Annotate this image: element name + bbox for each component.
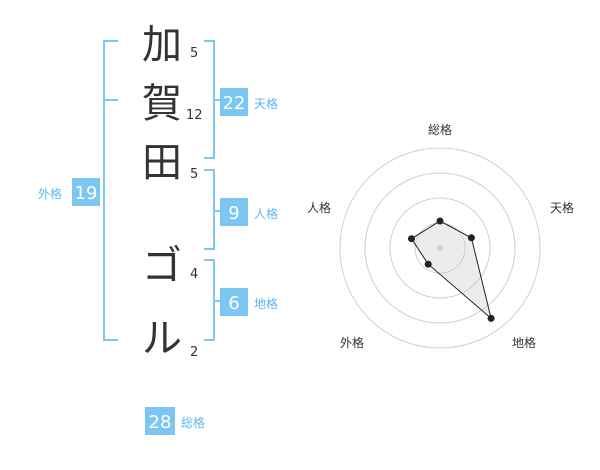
tenkaku-group: 22 天格 bbox=[204, 40, 278, 159]
radar-label-jinkaku: 人格 bbox=[307, 200, 331, 215]
radar-ring bbox=[339, 147, 541, 349]
radar-center-dot bbox=[437, 245, 443, 251]
radar-point-0 bbox=[436, 217, 444, 225]
tenkaku-bracket bbox=[204, 40, 222, 159]
jinkaku-bracket bbox=[204, 169, 222, 250]
name-char-2: 賀 bbox=[142, 81, 182, 127]
jinkaku-group: 9 人格 bbox=[204, 169, 278, 250]
tenkaku-box bbox=[220, 88, 248, 116]
chikaku-box bbox=[220, 288, 248, 316]
soukaku-group: 28 総格 bbox=[145, 407, 205, 435]
radar-label-soukaku: 総格 bbox=[428, 122, 452, 137]
radar-rings bbox=[339, 147, 541, 349]
name-char-3: 田 bbox=[142, 140, 182, 186]
chikaku-bracket bbox=[204, 259, 222, 341]
gaikaku-bracket bbox=[103, 40, 118, 341]
name-char-1: 加 bbox=[142, 22, 182, 68]
radar-label-chikaku: 地格 bbox=[512, 335, 536, 350]
stroke-count-3: 5 bbox=[190, 167, 198, 182]
tenkaku-label: 天格 bbox=[254, 96, 278, 111]
radar-point-4 bbox=[408, 235, 415, 243]
soukaku-box bbox=[145, 407, 175, 435]
chikaku-value: 6 bbox=[228, 293, 239, 314]
radar-label-gaikaku: 外格 bbox=[340, 335, 364, 350]
radar-point-2 bbox=[487, 314, 495, 322]
stroke-count-2: 12 bbox=[186, 108, 203, 123]
radar-point-3 bbox=[424, 260, 432, 268]
radar-ring bbox=[389, 197, 491, 299]
radar-ring bbox=[364, 172, 516, 324]
radar-points bbox=[408, 217, 495, 322]
tenkaku-value: 22 bbox=[223, 93, 246, 114]
jinkaku-box bbox=[220, 198, 248, 226]
jinkaku-value: 9 bbox=[228, 203, 239, 224]
radar-chart: 総格 天格 地格 外格 人格 bbox=[307, 122, 574, 350]
name-column: 加 5 賀 12 田 5 ゴ 4 ル 2 bbox=[142, 22, 203, 362]
stroke-count-5: 2 bbox=[190, 345, 198, 360]
soukaku-label: 総格 bbox=[181, 415, 205, 430]
gaikaku-box bbox=[72, 178, 100, 206]
soukaku-value: 28 bbox=[149, 412, 172, 433]
gaikaku-group: 外格 19 bbox=[38, 40, 118, 341]
jinkaku-label: 人格 bbox=[254, 206, 278, 221]
stroke-count-4: 4 bbox=[190, 267, 198, 282]
radar-label-tenkaku: 天格 bbox=[550, 200, 574, 215]
chikaku-label: 地格 bbox=[254, 296, 278, 311]
gaikaku-label: 外格 bbox=[38, 186, 62, 201]
radar-point-1 bbox=[467, 234, 475, 242]
radar-polygon bbox=[410, 220, 492, 320]
chikaku-group: 6 地格 bbox=[204, 259, 278, 341]
stroke-count-1: 5 bbox=[190, 46, 198, 61]
name-char-4: ゴ bbox=[142, 243, 182, 289]
gaikaku-value: 19 bbox=[75, 183, 98, 204]
name-char-5: ル bbox=[142, 316, 182, 362]
